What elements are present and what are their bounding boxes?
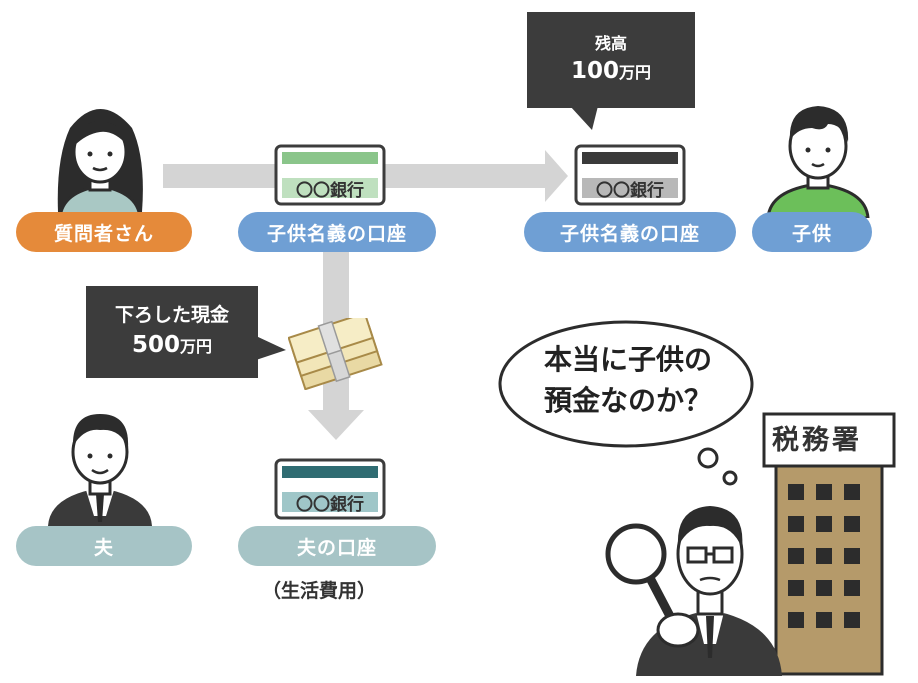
child-account-label: 子供名義の口座 xyxy=(266,222,407,245)
child-label: 子供 xyxy=(791,222,832,245)
tax-inspector-icon xyxy=(605,506,782,676)
withdrawn-unit: 万円 xyxy=(180,337,213,357)
tax-office-building-icon xyxy=(762,412,896,676)
cash-bundle-icon xyxy=(288,318,383,390)
husband-account-label: 夫の口座 xyxy=(296,536,377,559)
child-account-2-label: 子供名義の口座 xyxy=(559,222,700,245)
bubble-line2: 預金なのか？ xyxy=(543,383,712,417)
bubble-text: 本当に子供の 預金なのか？ xyxy=(528,340,728,421)
husband-person-icon xyxy=(48,414,152,526)
child-account-2-label-pill: 子供名義の口座 xyxy=(524,212,736,252)
withdrawn-callout-pointer xyxy=(256,336,286,360)
husband-account-bank-name: 〇〇銀行 xyxy=(296,494,364,515)
child-account-gray-bank-name: 〇〇銀行 xyxy=(596,180,664,201)
balance-callout: 残高 100万円 xyxy=(527,12,695,108)
withdrawn-cash-callout: 下ろした現金 500万円 xyxy=(86,286,258,378)
balance-callout-pointer xyxy=(570,106,598,130)
child-label-pill: 子供 xyxy=(752,212,872,252)
withdrawn-amount: 500 xyxy=(131,332,180,359)
child-account-bankbook-gray-icon xyxy=(574,144,686,206)
thought-bubble xyxy=(498,320,754,486)
balance-line1: 残高 xyxy=(594,33,627,53)
questioner-label-pill: 質問者さん xyxy=(16,212,192,252)
questioner-woman-icon xyxy=(57,109,143,218)
tax-office-sign: 税務署 xyxy=(772,425,862,456)
child-account-bankbook-icon xyxy=(274,144,386,206)
child-account-label-pill: 子供名義の口座 xyxy=(238,212,436,252)
bubble-line1: 本当に子供の xyxy=(543,343,712,376)
balance-unit: 万円 xyxy=(619,62,652,82)
husband-account-label-pill: 夫の口座 xyxy=(238,526,436,566)
husband-account-bankbook-icon xyxy=(274,458,386,520)
child-person-icon xyxy=(766,106,870,218)
husband-account-note: （生活費用） xyxy=(262,580,377,602)
child-account-bank-name: 〇〇銀行 xyxy=(296,180,364,201)
questioner-label: 質問者さん xyxy=(53,222,154,245)
withdrawn-line1: 下ろした現金 xyxy=(114,303,229,326)
husband-label: 夫 xyxy=(93,536,114,559)
balance-amount: 100 xyxy=(570,57,619,84)
husband-label-pill: 夫 xyxy=(16,526,192,566)
